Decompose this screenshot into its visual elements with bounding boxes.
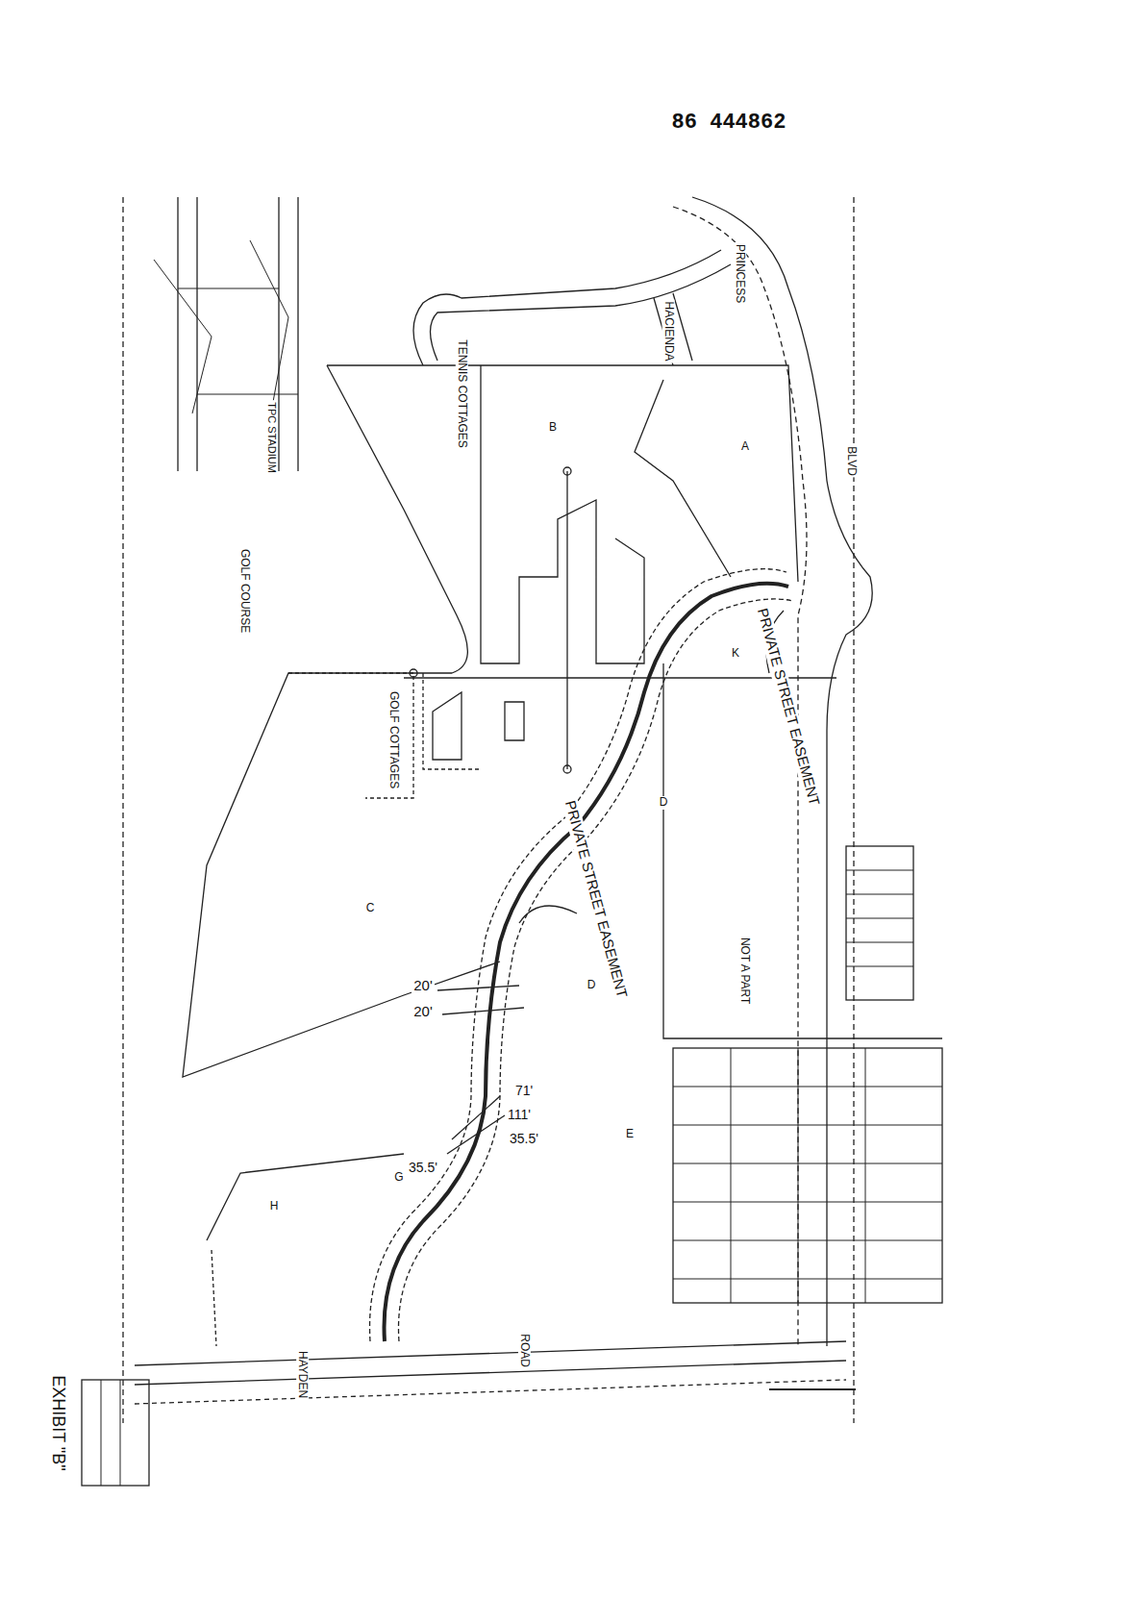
parcel-boundary (634, 379, 731, 577)
title-block (100, 1379, 121, 1486)
scale-bar (769, 1388, 856, 1391)
map-label: HAYDEN (296, 1348, 309, 1400)
map-label: 71' (513, 1083, 535, 1099)
parcel-boundary (182, 365, 500, 1077)
road-line (134, 1341, 847, 1366)
map-label: 35.5' (406, 1160, 440, 1175)
map-label: D (657, 796, 671, 809)
building-outline (480, 365, 645, 664)
monument (563, 765, 572, 774)
building-outline (432, 692, 525, 760)
map-label: 35.5' (507, 1131, 541, 1147)
map-label: B (547, 421, 559, 434)
map-label: 20' (411, 977, 435, 995)
section-line (122, 197, 124, 1423)
parcel-boundary (288, 673, 481, 799)
monument (563, 467, 572, 475)
map-label: HACIENDA (661, 299, 674, 364)
map-label: D (585, 978, 599, 992)
map-label: TENNIS COTTAGES (454, 338, 468, 450)
map-label: G (392, 1171, 405, 1184)
parcel-boundary (326, 365, 799, 582)
map-label: GOLF COURSE (238, 547, 251, 635)
road-line (673, 206, 807, 1347)
data-table (673, 1048, 943, 1303)
map-label: K (729, 647, 742, 660)
leader-line (519, 905, 577, 924)
data-table (673, 1048, 943, 1303)
dimension-line (447, 1115, 505, 1154)
section-line (852, 197, 854, 1423)
detail-strip (177, 197, 299, 472)
road-line (692, 197, 873, 1347)
map-label: C (364, 901, 377, 915)
dimension-line (451, 1096, 500, 1140)
map-label: A (739, 440, 751, 453)
easement-line (370, 569, 787, 1342)
legend-box (846, 870, 914, 967)
dimension-line (442, 1007, 525, 1015)
detail-strip (153, 240, 299, 424)
map-label: TPC STADIUM (266, 399, 278, 475)
map-label: NOT A PART (738, 935, 751, 1006)
map-label: 20' (411, 1003, 435, 1021)
map-label: ROAD (517, 1332, 530, 1371)
monument (409, 669, 418, 677)
road-line (653, 293, 693, 366)
easement-line (384, 583, 790, 1342)
map-label: GOLF COTTAGES (387, 689, 400, 791)
map-label: 111' (505, 1107, 533, 1123)
map-label: H (268, 1199, 281, 1213)
easement-line (399, 598, 795, 1342)
map-label: BLVD (844, 445, 857, 478)
parcel-boundary (663, 663, 943, 1039)
parcel-boundary (211, 1249, 217, 1347)
dimension-line (437, 985, 520, 991)
document-number: 86 444862 (670, 111, 789, 135)
map-label: E (623, 1127, 636, 1141)
exhibit-label: EXHIBIT "B" (48, 1372, 68, 1473)
parcel-boundary (206, 1153, 404, 1241)
legend-box (846, 846, 914, 1000)
title-block (81, 1379, 150, 1486)
map-label: PRIVATE STREET EASEMENT (753, 604, 824, 810)
road-line (134, 1360, 847, 1385)
survey-line (566, 471, 568, 770)
map-label: PRINCESS (733, 242, 747, 305)
road-line (134, 1379, 847, 1404)
road-line (430, 264, 732, 361)
